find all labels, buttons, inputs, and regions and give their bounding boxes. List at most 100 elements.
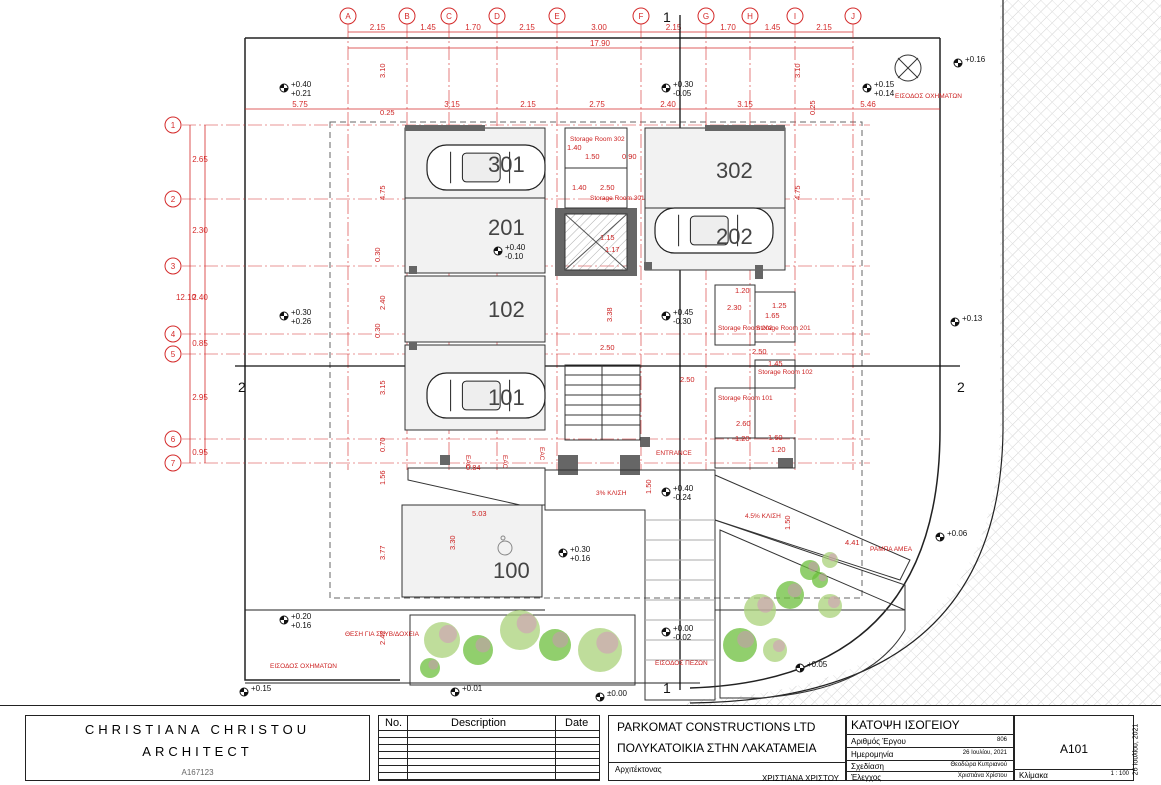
- bay-label-101: 101: [488, 385, 525, 410]
- tree-blossom: [737, 630, 755, 648]
- bay-label-202: 202: [716, 224, 753, 249]
- dimension-text: 2.30: [727, 303, 742, 312]
- top-dim: 1.70: [720, 23, 736, 32]
- tree-canopy: [818, 594, 842, 618]
- grid-column-bubble: [697, 7, 715, 25]
- dimension-text: 4.75: [793, 185, 802, 200]
- label-storage-302: Storage Room 302: [570, 136, 625, 143]
- level-value-top: +0.15: [874, 80, 895, 89]
- level-value-top: +0.20: [291, 612, 312, 621]
- scale-label: Κλίμακα: [1019, 771, 1048, 780]
- level-marker: ±0.00: [595, 689, 628, 702]
- tree-blossom: [808, 561, 819, 572]
- sidewalk-paving: [685, 0, 1161, 705]
- label-storage-202: Storage Room 202: [718, 325, 773, 332]
- grid-column-label: I: [794, 12, 796, 21]
- grid-column-label: H: [747, 12, 753, 21]
- drawn-value: Θεοδώρα Κυπριανού: [950, 762, 1007, 768]
- building-dim: 5.75: [292, 100, 308, 109]
- level-marker: +0.13: [950, 314, 983, 327]
- level-marker: +0.05: [795, 660, 828, 673]
- label-storage-301: Storage Room 301: [590, 195, 645, 202]
- project-no: 806: [996, 737, 1007, 743]
- top-dim: 2.15: [519, 23, 535, 32]
- tree-canopy: [822, 552, 838, 568]
- dimension-text: 1.56: [378, 470, 387, 485]
- building-dim: 3.15: [737, 100, 753, 109]
- plot-boundary: [244, 37, 940, 681]
- trees: [420, 552, 842, 678]
- dimension-text: 3.38: [605, 307, 614, 322]
- level-symbol-fill: [280, 84, 288, 92]
- label-storage-201: Storage Room 201: [756, 325, 811, 332]
- top-dim: 2.15: [816, 23, 832, 32]
- dimension-text: 3.30: [448, 535, 457, 550]
- grid-column-label: J: [851, 12, 855, 21]
- label-eac-2: ΕΑC: [501, 455, 508, 469]
- building-dim: 5.46: [860, 100, 876, 109]
- title-block: CHRISTIANA CHRISTOU ARCHITECT A167123 No…: [0, 705, 1161, 785]
- client-name: PARKOMAT CONSTRUCTIONS LTD: [617, 720, 816, 734]
- level-marker: +0.06: [935, 529, 968, 542]
- tree-blossom: [818, 573, 827, 582]
- car-icon: [426, 372, 546, 419]
- bay-label-302: 302: [716, 158, 753, 183]
- dimension-text: 1.50: [644, 479, 653, 494]
- grid-column-bubble: [488, 7, 506, 25]
- grid-row-bubble: [164, 454, 182, 472]
- left-dim: 2.40: [192, 293, 208, 302]
- level-value-bottom: -0.02: [673, 633, 692, 642]
- dimension-text: 1.50: [585, 152, 600, 161]
- left-dim: 2.65: [192, 155, 208, 164]
- grid-column-bubble: [398, 7, 416, 25]
- level-value-top: +0.00: [673, 624, 694, 633]
- grid-column-bubble: [786, 7, 804, 25]
- level-symbol-fill: [280, 312, 288, 320]
- architect-box: CHRISTIANA CHRISTOU ARCHITECT A167123: [25, 715, 370, 781]
- dimension-text: 0.30: [373, 323, 382, 338]
- architect-value: ΧΡΙΣΤΙΑΝΑ ΧΡΙΣΤΟΥ: [761, 774, 839, 783]
- dimension-text: 2.40: [378, 295, 387, 310]
- project-name: ΠΟΛΥΚΑΤΟΙΚΙΑ ΣΤΗΝ ΛΑΚΑΤΑΜΕΙΑ: [617, 741, 817, 755]
- wheelchair-icon: [497, 535, 513, 556]
- bay-201: [404, 197, 546, 274]
- storage-rooms: [564, 127, 796, 469]
- dimension-text: 0.25: [380, 108, 395, 117]
- bay-label-201: 201: [488, 215, 525, 240]
- level-marker: +0.30-0.05: [661, 80, 694, 98]
- building-dim: 2.40: [660, 100, 676, 109]
- level-marker: +0.15: [239, 684, 272, 697]
- level-value-top: +0.01: [462, 684, 483, 693]
- grid-row-label: 7: [171, 459, 176, 468]
- level-value-top: +0.16: [965, 55, 986, 64]
- dimension-text: 1.17: [605, 245, 620, 254]
- tree-canopy: [744, 594, 776, 626]
- grid-row-bubble: [164, 190, 182, 208]
- tree-canopy: [723, 628, 757, 662]
- label-pedestrian-entrance: ΕΙΣΟΔΟΣ ΠΕΖΩΝ: [655, 660, 708, 667]
- label-slope-45: 4.5% ΚΛΙΣΗ: [745, 513, 781, 520]
- dimension-text: 3.77: [378, 545, 387, 560]
- grid-row-bubble: [164, 325, 182, 343]
- level-value-bottom: +0.21: [291, 89, 312, 98]
- scale-value: 1 : 100: [1110, 771, 1129, 777]
- level-value-top: +0.06: [947, 529, 968, 538]
- dimension-text: 1.40: [567, 143, 582, 152]
- bay-label-102: 102: [488, 297, 525, 322]
- label-bins: ΘΕΣΗ ΓΙΑ ΣΚΥΒ/ΔΟΧΕΙΑ: [345, 631, 420, 638]
- dimension-text: 2.50: [752, 347, 767, 356]
- dimension-text: 4.41: [845, 538, 860, 547]
- dimension-text: 1.20: [735, 434, 750, 443]
- level-value-top: +0.13: [962, 314, 983, 323]
- tree-blossom: [596, 631, 619, 654]
- drawn-label: Σχεδίαση: [851, 762, 884, 771]
- level-symbol-fill: [796, 664, 804, 672]
- top-dim: 3.00: [591, 23, 607, 32]
- plot-curve: [689, 38, 941, 689]
- grid-row-label: 6: [171, 435, 176, 444]
- grid-column-bubble: [741, 7, 759, 25]
- level-symbol-fill: [863, 84, 871, 92]
- level-value-top: +0.30: [570, 545, 591, 554]
- level-marker: +0.40-0.24: [661, 484, 694, 502]
